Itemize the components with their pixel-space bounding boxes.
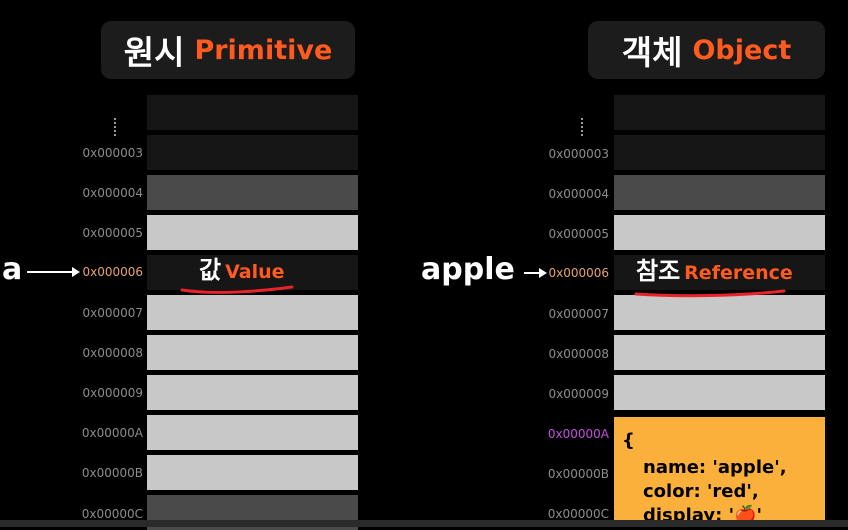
address-label: 0x000008 bbox=[82, 346, 143, 360]
memory-cell bbox=[147, 375, 358, 410]
object-title-en: Object bbox=[692, 34, 792, 66]
object-title-ko: 객체 bbox=[621, 33, 683, 72]
address-label: 0x000005 bbox=[82, 226, 143, 240]
object-brace: { bbox=[622, 430, 635, 451]
memory-cell bbox=[614, 175, 825, 210]
value-cell bbox=[147, 255, 358, 290]
address-label: 0x000004 bbox=[82, 186, 143, 200]
arrow-icon bbox=[27, 267, 80, 277]
address-label: 0x000003 bbox=[82, 146, 143, 160]
primitive-title-ko: 원시 bbox=[123, 33, 185, 72]
ellipsis-dots-icon bbox=[581, 118, 583, 138]
address-label: 0x000003 bbox=[548, 147, 609, 161]
reference-label-en: Reference bbox=[684, 262, 793, 284]
reference-cell bbox=[614, 255, 825, 290]
primitive-title: 원시 Primitive bbox=[101, 21, 355, 79]
variable-apple-label: apple bbox=[421, 252, 515, 287]
address-label: 0x000007 bbox=[82, 306, 143, 320]
memory-cell bbox=[614, 215, 825, 250]
address-label: 0x000007 bbox=[548, 307, 609, 321]
memory-cell bbox=[147, 95, 358, 130]
value-underline bbox=[180, 285, 294, 294]
memory-cell bbox=[614, 95, 825, 130]
variable-a-label: a bbox=[2, 252, 23, 287]
memory-cell bbox=[147, 135, 358, 170]
value-label: 값 Value bbox=[199, 257, 285, 283]
memory-cell bbox=[147, 335, 358, 370]
primitive-memory-column bbox=[147, 95, 358, 530]
object-line-color: color: 'red', bbox=[643, 481, 759, 502]
arrow-icon bbox=[524, 268, 547, 278]
address-label: 0x00000C bbox=[81, 507, 143, 521]
primitive-title-en: Primitive bbox=[194, 34, 333, 66]
memory-cell bbox=[614, 335, 825, 370]
memory-cell bbox=[614, 375, 825, 410]
memory-cell bbox=[147, 175, 358, 210]
reference-underline bbox=[634, 289, 786, 298]
memory-cell bbox=[147, 295, 358, 330]
address-label-object: 0x00000A bbox=[547, 427, 609, 441]
bottom-bar bbox=[0, 520, 848, 527]
address-label: 0x000005 bbox=[548, 227, 609, 241]
address-label-highlighted: 0x000006 bbox=[548, 266, 609, 280]
object-memory-column bbox=[614, 95, 825, 527]
reference-label: 참조 Reference bbox=[636, 258, 793, 284]
value-label-ko: 값 bbox=[199, 256, 222, 284]
address-label: 0x00000A bbox=[81, 426, 143, 440]
reference-label-ko: 참조 bbox=[636, 257, 681, 285]
memory-cell bbox=[147, 415, 358, 450]
address-label: 0x00000B bbox=[81, 466, 143, 480]
address-label: 0x000008 bbox=[548, 347, 609, 361]
address-label: 0x00000C bbox=[547, 507, 609, 521]
address-label: 0x000009 bbox=[548, 387, 609, 401]
memory-cell bbox=[614, 135, 825, 170]
address-label-highlighted: 0x000006 bbox=[82, 265, 143, 279]
address-label: 0x000009 bbox=[82, 386, 143, 400]
address-label: 0x00000B bbox=[547, 467, 609, 481]
ellipsis-dots-icon bbox=[114, 118, 116, 138]
address-label: 0x000004 bbox=[548, 187, 609, 201]
memory-cell bbox=[614, 295, 825, 330]
value-label-en: Value bbox=[225, 261, 285, 283]
object-title: 객체 Object bbox=[588, 21, 825, 79]
object-line-name: name: 'apple', bbox=[643, 457, 787, 478]
object-cell bbox=[614, 417, 825, 527]
memory-cell bbox=[147, 455, 358, 490]
memory-cell bbox=[147, 215, 358, 250]
